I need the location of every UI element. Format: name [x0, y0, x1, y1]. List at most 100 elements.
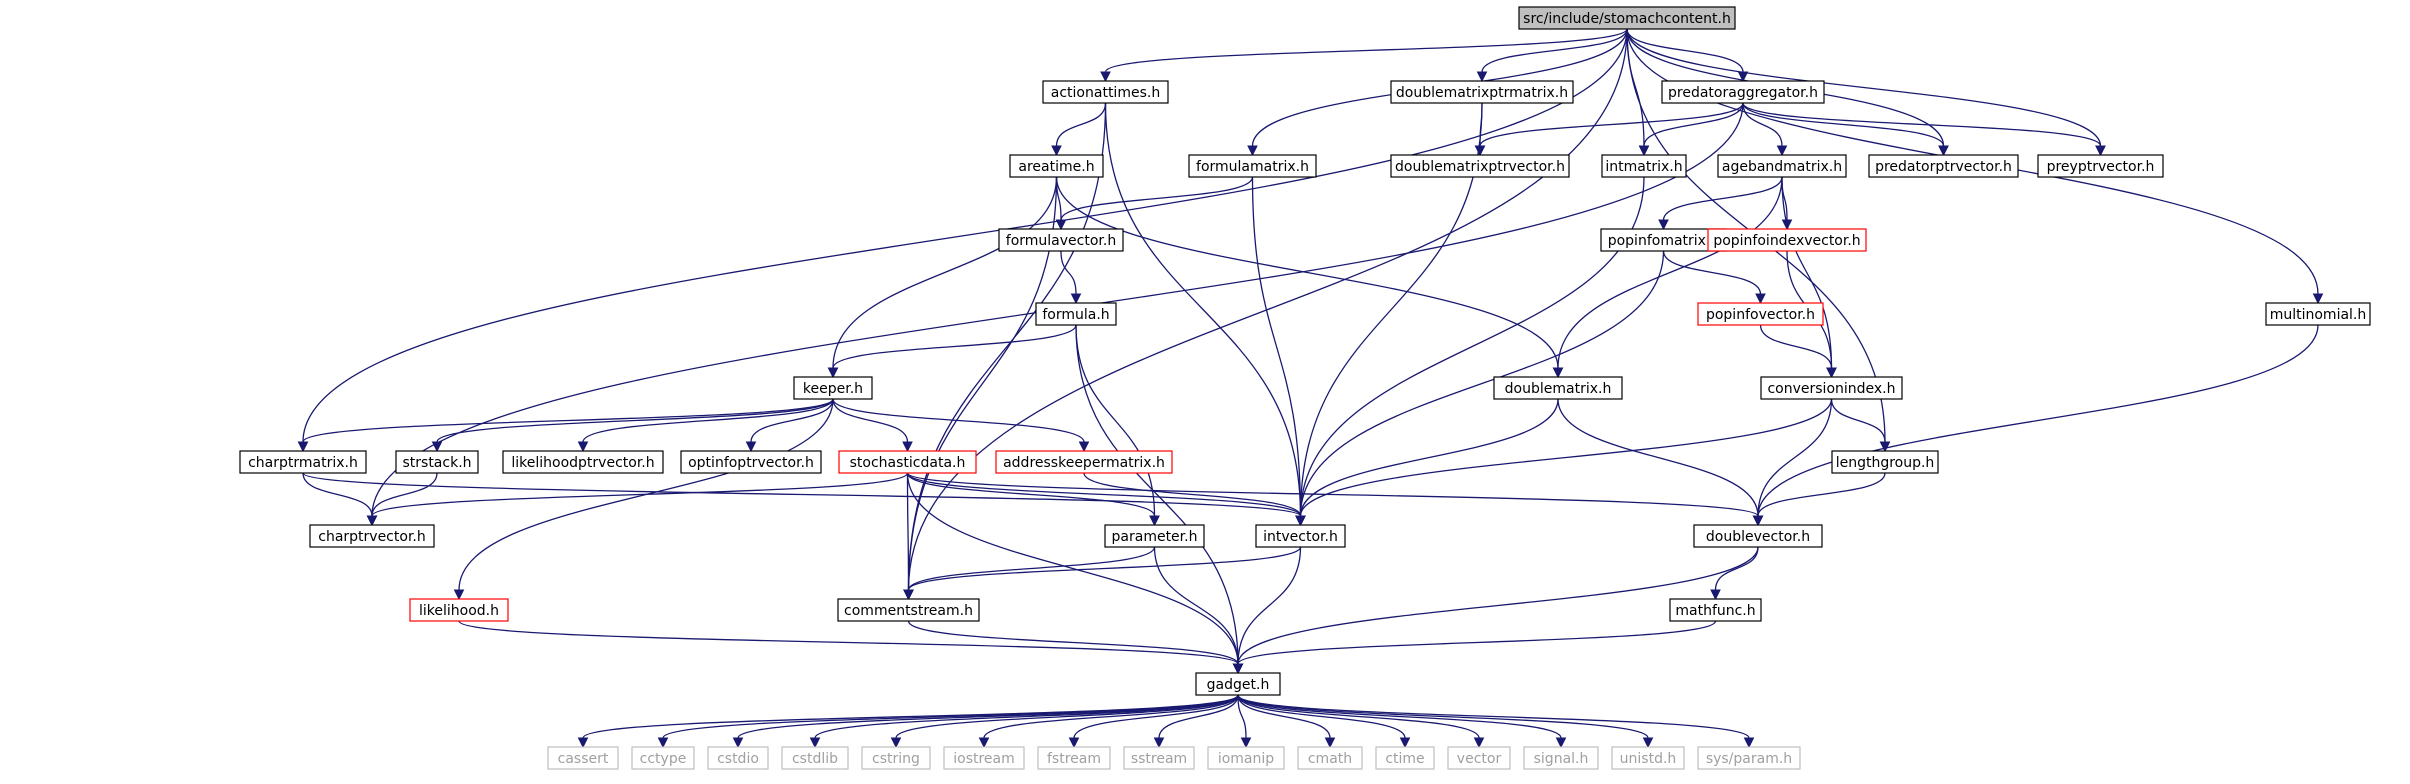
- node-label-cassert: cassert: [558, 751, 609, 767]
- node-box-doublematrixptrmatrix: [1390, 80, 1574, 104]
- node-conversionindex[interactable]: conversionindex.h: [1760, 376, 1903, 400]
- node-popinfovector[interactable]: popinfovector.h: [1697, 302, 1824, 326]
- node-iomanip: iomanip: [1207, 746, 1285, 770]
- edge-predatoraggregator-to-predatorptrvector: [1742, 102, 1945, 147]
- edge-formula-to-parameter: [1075, 324, 1156, 517]
- node-box-likelihoodptrvector: [502, 450, 664, 474]
- arrowhead-predatoraggregator-to-predatorptrvector: [1938, 145, 1949, 157]
- node-agebandmatrix[interactable]: agebandmatrix.h: [1717, 154, 1847, 178]
- node-stomachcontent[interactable]: src/include/stomachcontent.h: [1518, 6, 1736, 30]
- arrowhead-keeper-to-likelihoodptrvector: [577, 441, 589, 453]
- edge-actionattimes-to-areatime: [1055, 102, 1107, 147]
- arrowhead-predatoraggregator-to-preyptrvector: [2095, 145, 2106, 157]
- node-likelihood[interactable]: likelihood.h: [409, 598, 509, 622]
- arrowhead-popinfovector-to-conversionindex: [1826, 367, 1837, 379]
- node-label-mathfunc: mathfunc.h: [1675, 603, 1755, 619]
- arrowhead-gadget-to-cctype: [657, 737, 669, 749]
- node-box-charptrmatrix: [239, 450, 367, 474]
- node-doublevector[interactable]: doublevector.h: [1693, 524, 1823, 548]
- node-areatime[interactable]: areatime.h: [1009, 154, 1104, 178]
- node-predatorptrvector[interactable]: predatorptrvector.h: [1868, 154, 2019, 178]
- edge-gadget-to-iomanip: [1237, 694, 1247, 739]
- node-cstring: cstring: [861, 746, 931, 770]
- node-keeper[interactable]: keeper.h: [793, 376, 873, 400]
- node-box-mathfunc: [1669, 598, 1762, 622]
- node-label-areatime: areatime.h: [1018, 159, 1094, 175]
- node-label-doublematrixptrmatrix: doublematrixptrmatrix.h: [1396, 85, 1568, 101]
- node-box-iomanip: [1207, 746, 1285, 770]
- node-label-likelihood: likelihood.h: [419, 603, 499, 619]
- node-actionattimes[interactable]: actionattimes.h: [1042, 80, 1169, 104]
- node-label-vector: vector: [1457, 751, 1502, 767]
- node-label-actionattimes: actionattimes.h: [1051, 85, 1160, 101]
- node-label-popinfomatrix: popinfomatrix.h: [1608, 233, 1720, 249]
- edge-addresskeepermatrix-to-intvector: [1083, 472, 1302, 517]
- node-formulamatrix[interactable]: formulamatrix.h: [1188, 154, 1317, 178]
- arrowhead-keeper-to-optinfoptrvector: [745, 441, 757, 453]
- node-formula[interactable]: formula.h: [1035, 302, 1117, 326]
- node-label-agebandmatrix: agebandmatrix.h: [1722, 159, 1842, 175]
- node-strstack[interactable]: strstack.h: [395, 450, 479, 474]
- node-label-doublematrix: doublematrix.h: [1505, 381, 1612, 397]
- arrowhead-lengthgroup-to-doublevector: [1752, 515, 1764, 527]
- edge-agebandmatrix-to-conversionindex: [1781, 176, 1833, 369]
- node-box-sysparam: [1697, 746, 1801, 770]
- arrowhead-stomachcontent-to-multinomial: [2312, 293, 2324, 305]
- node-predatoraggregator[interactable]: predatoraggregator.h: [1661, 80, 1825, 104]
- edge-commentstream-to-gadget: [907, 620, 1239, 665]
- edge-multinomial-to-doublevector: [1757, 324, 2319, 517]
- node-preyptrvector[interactable]: preyptrvector.h: [2037, 154, 2164, 178]
- node-likelihoodptrvector[interactable]: likelihoodptrvector.h: [502, 450, 664, 474]
- node-charptrvector[interactable]: charptrvector.h: [309, 524, 435, 548]
- node-doublematrixptrmatrix[interactable]: doublematrixptrmatrix.h: [1390, 80, 1574, 104]
- node-multinomial[interactable]: multinomial.h: [2265, 302, 2371, 326]
- node-box-doublevector: [1693, 524, 1823, 548]
- node-label-commentstream: commentstream.h: [844, 603, 973, 619]
- node-intvector[interactable]: intvector.h: [1255, 524, 1346, 548]
- edge-keeper-to-likelihoodptrvector: [582, 398, 834, 443]
- node-doublematrix[interactable]: doublematrix.h: [1493, 376, 1623, 400]
- arrowhead-keeper-to-stochasticdata: [902, 441, 913, 453]
- node-cmath: cmath: [1297, 746, 1363, 770]
- edge-layer: [297, 28, 2324, 749]
- arrowhead-addresskeepermatrix-to-intvector: [1295, 515, 1306, 527]
- arrowhead-conversionindex-to-lengthgroup: [1879, 441, 1891, 453]
- edge-stomachcontent-to-charptrmatrix: [302, 28, 1628, 443]
- edge-conversionindex-to-intvector: [1299, 398, 1833, 517]
- node-addresskeepermatrix[interactable]: addresskeepermatrix.h: [995, 450, 1173, 474]
- node-intmatrix[interactable]: intmatrix.h: [1601, 154, 1687, 178]
- node-box-actionattimes: [1042, 80, 1169, 104]
- node-unistd: unistd.h: [1611, 746, 1685, 770]
- arrowhead-keeper-to-strstack: [431, 441, 443, 453]
- edge-formula-to-keeper: [832, 324, 1077, 369]
- node-popinfoindexvector[interactable]: popinfoindexvector.h: [1707, 228, 1867, 252]
- node-box-parameter: [1104, 524, 1205, 548]
- node-box-signal: [1523, 746, 1599, 770]
- arrowhead-keeper-to-addresskeepermatrix: [1078, 441, 1090, 453]
- node-mathfunc[interactable]: mathfunc.h: [1669, 598, 1762, 622]
- node-charptrmatrix[interactable]: charptrmatrix.h: [239, 450, 367, 474]
- arrowhead-gadget-to-sstream: [1153, 737, 1165, 749]
- node-lengthgroup[interactable]: lengthgroup.h: [1831, 450, 1939, 474]
- node-box-preyptrvector: [2037, 154, 2164, 178]
- node-box-likelihood: [409, 598, 509, 622]
- node-parameter[interactable]: parameter.h: [1104, 524, 1205, 548]
- node-formulavector[interactable]: formulavector.h: [998, 228, 1124, 252]
- node-label-gadget: gadget.h: [1207, 677, 1270, 693]
- node-label-optinfoptrvector: optinfoptrvector.h: [688, 455, 814, 471]
- edge-gadget-to-iostream: [983, 694, 1239, 739]
- node-gadget[interactable]: gadget.h: [1195, 672, 1281, 696]
- node-popinfomatrix[interactable]: popinfomatrix.h: [1600, 228, 1727, 252]
- edge-mathfunc-to-gadget: [1237, 620, 1717, 665]
- node-commentstream[interactable]: commentstream.h: [837, 598, 980, 622]
- node-stochasticdata[interactable]: stochasticdata.h: [838, 450, 977, 474]
- node-doublematrixptrvector[interactable]: doublematrixptrvector.h: [1390, 154, 1570, 178]
- arrowhead-gadget-to-ctime: [1399, 737, 1411, 749]
- arrowhead-formulavector-to-formula: [1070, 293, 1082, 305]
- node-label-cstdio: cstdio: [717, 751, 759, 767]
- arrowhead-stochasticdata-to-parameter: [1149, 515, 1160, 527]
- node-optinfoptrvector[interactable]: optinfoptrvector.h: [680, 450, 822, 474]
- edge-predatoraggregator-to-agebandmatrix: [1742, 102, 1783, 147]
- edge-gadget-to-fstream: [1073, 694, 1239, 739]
